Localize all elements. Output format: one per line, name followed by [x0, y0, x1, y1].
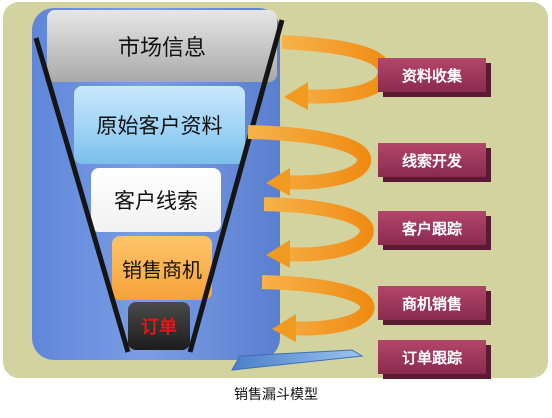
funnel-layer-market-info: 市场信息	[47, 10, 277, 82]
stage-label: 订单跟踪	[401, 348, 462, 367]
arrowhead-collect	[284, 82, 308, 110]
funnel-base-bar	[231, 349, 364, 371]
funnel-left-edge	[33, 37, 131, 353]
funnel-layer-label: 订单	[141, 317, 177, 338]
funnel-layer-label: 客户线索	[114, 189, 198, 213]
funnel-layer-label: 市场信息	[117, 36, 206, 61]
arrow-collect	[281, 35, 392, 104]
stage-order-tracking: 订单跟踪	[378, 340, 486, 374]
funnel-right-edge	[187, 19, 285, 353]
arrow-opportunity	[261, 275, 375, 336]
funnel-layer-order: 订单	[128, 302, 190, 350]
stage-opportunity-sales: 商机销售	[378, 286, 486, 320]
arrow-track	[263, 197, 374, 262]
stage-label: 线索开发	[401, 151, 462, 170]
arrow-develop	[247, 125, 371, 190]
arrowhead-opportunity	[272, 314, 296, 342]
funnel-layer-label: 销售商机	[122, 257, 202, 282]
diagram-caption: 销售漏斗模型	[234, 387, 318, 403]
arrowhead-track	[266, 240, 290, 268]
stage-label: 商机销售	[401, 294, 462, 313]
stage-label: 资料收集	[401, 66, 462, 85]
arrowhead-develop	[266, 168, 290, 196]
stage-label: 客户跟踪	[401, 219, 462, 238]
stage-data-collection: 资料收集	[378, 58, 486, 92]
funnel-layer-sales-opportunity: 销售商机	[112, 236, 212, 300]
stage-customer-tracking: 客户跟踪	[378, 211, 486, 245]
funnel-layer-label: 原始客户资料	[96, 114, 223, 138]
funnel-layer-customer-leads: 客户线索	[91, 168, 221, 232]
stage-lead-development: 线索开发	[378, 143, 486, 177]
funnel-layer-raw-customer-data: 原始客户资料	[74, 86, 245, 164]
